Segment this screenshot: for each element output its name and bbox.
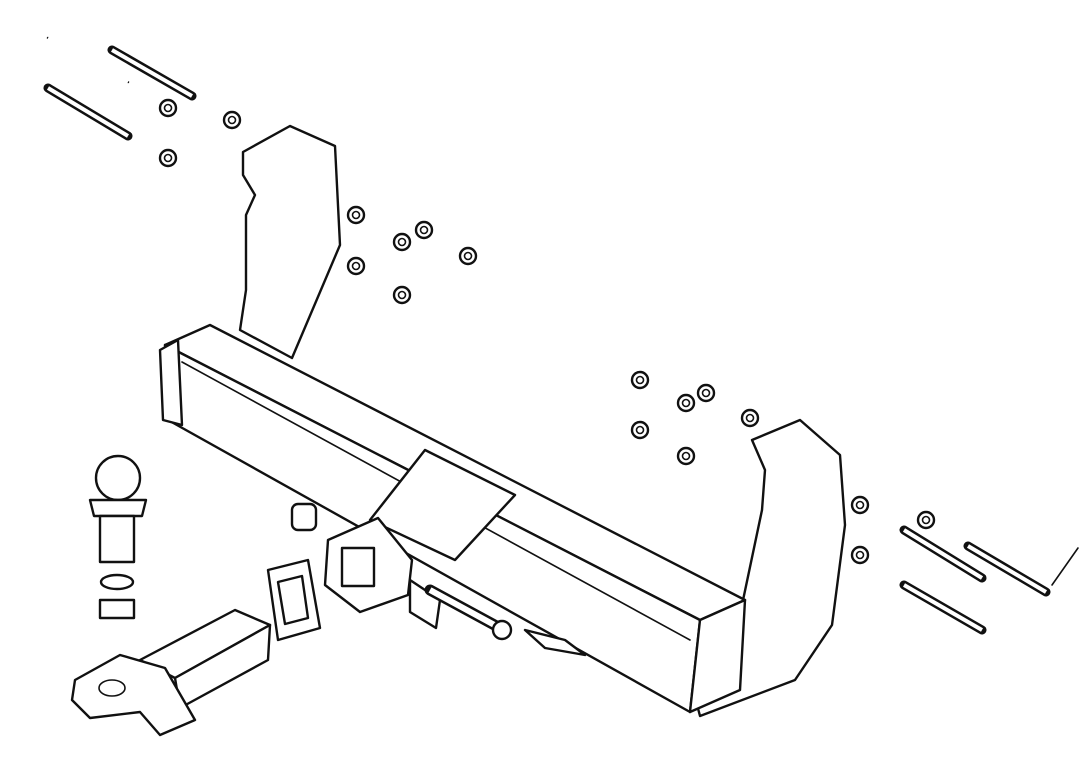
tow-ball [88, 454, 148, 620]
bolt [899, 580, 987, 635]
nut [222, 110, 242, 130]
nut [916, 510, 936, 530]
gasket-plate [266, 558, 322, 642]
nut-hole [681, 451, 691, 461]
nut [850, 495, 870, 515]
nut [392, 232, 412, 252]
nut-hole [701, 388, 711, 398]
nut-hole [635, 375, 645, 385]
nut [676, 446, 696, 466]
nut [346, 205, 366, 225]
bolt [43, 83, 133, 141]
nut [392, 285, 412, 305]
nut-hole [463, 251, 473, 261]
nut-hole [855, 500, 865, 510]
left-mounting-bracket [238, 124, 342, 360]
nut-hole [921, 515, 931, 525]
nut-hole [351, 261, 361, 271]
bolt-group-left [43, 36, 197, 141]
nut [458, 246, 478, 266]
nut-hole [681, 398, 691, 408]
nut [630, 370, 650, 390]
plate-clip [523, 628, 587, 657]
nut-hole [745, 413, 755, 423]
bolt [899, 525, 987, 583]
nut-hole [855, 550, 865, 560]
nut [414, 220, 434, 240]
nut-hole [163, 153, 173, 163]
nut [158, 98, 178, 118]
nut-hole [397, 290, 407, 300]
ball-mount [70, 608, 272, 737]
nut [630, 420, 650, 440]
nut-hole [397, 237, 407, 247]
nut-hole [351, 210, 361, 220]
bolt [46, 36, 130, 84]
nut [740, 408, 760, 428]
nut [346, 256, 366, 276]
nut-hole [419, 225, 429, 235]
bolt [963, 541, 1051, 597]
nut-hole [227, 115, 237, 125]
nut-hole [163, 103, 173, 113]
spacer [290, 502, 318, 532]
nut [158, 148, 178, 168]
nuts [158, 98, 936, 565]
bolt-group-right [899, 525, 1079, 635]
nut [696, 383, 716, 403]
hitch-pin [424, 584, 513, 641]
nut [850, 545, 870, 565]
bolt [107, 45, 197, 101]
receiver-tube [323, 448, 517, 630]
nut [676, 393, 696, 413]
nut-hole [635, 425, 645, 435]
